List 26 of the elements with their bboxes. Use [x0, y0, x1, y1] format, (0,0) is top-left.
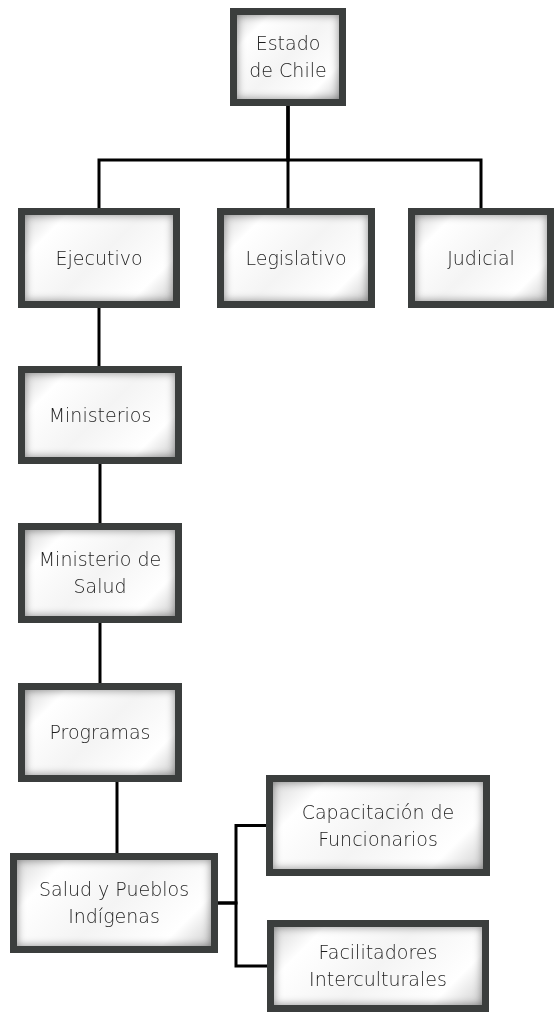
org-box [18, 208, 180, 308]
connector-line [97, 308, 101, 366]
connector-line [98, 623, 102, 683]
org-box [408, 208, 554, 308]
box-label: Estado de Chile [248, 31, 328, 83]
box-label: Programas [49, 720, 151, 746]
box-label: Facilitadores Interculturales [308, 940, 448, 992]
box-label: Legislativo [245, 245, 347, 271]
connector-line [115, 782, 119, 853]
org-box [18, 366, 182, 464]
connector-line [218, 901, 267, 968]
box-label: Capacitación de Funcionarios [300, 799, 456, 852]
box-label: Ejecutivo [55, 245, 143, 271]
org-box [10, 853, 218, 953]
org-box [267, 920, 489, 1012]
org-box [217, 208, 375, 308]
connector-line [286, 106, 483, 208]
box-label: Salud y Pueblos Indígenas [37, 877, 191, 929]
org-box [18, 683, 182, 782]
org-box [266, 775, 490, 876]
box-label: Ministerios [48, 402, 152, 428]
connector-line [98, 464, 102, 523]
org-box [230, 8, 346, 106]
box-label: Ministerio de Salud [37, 547, 163, 599]
box-label: Judicial [447, 245, 515, 271]
org-box [18, 523, 182, 623]
